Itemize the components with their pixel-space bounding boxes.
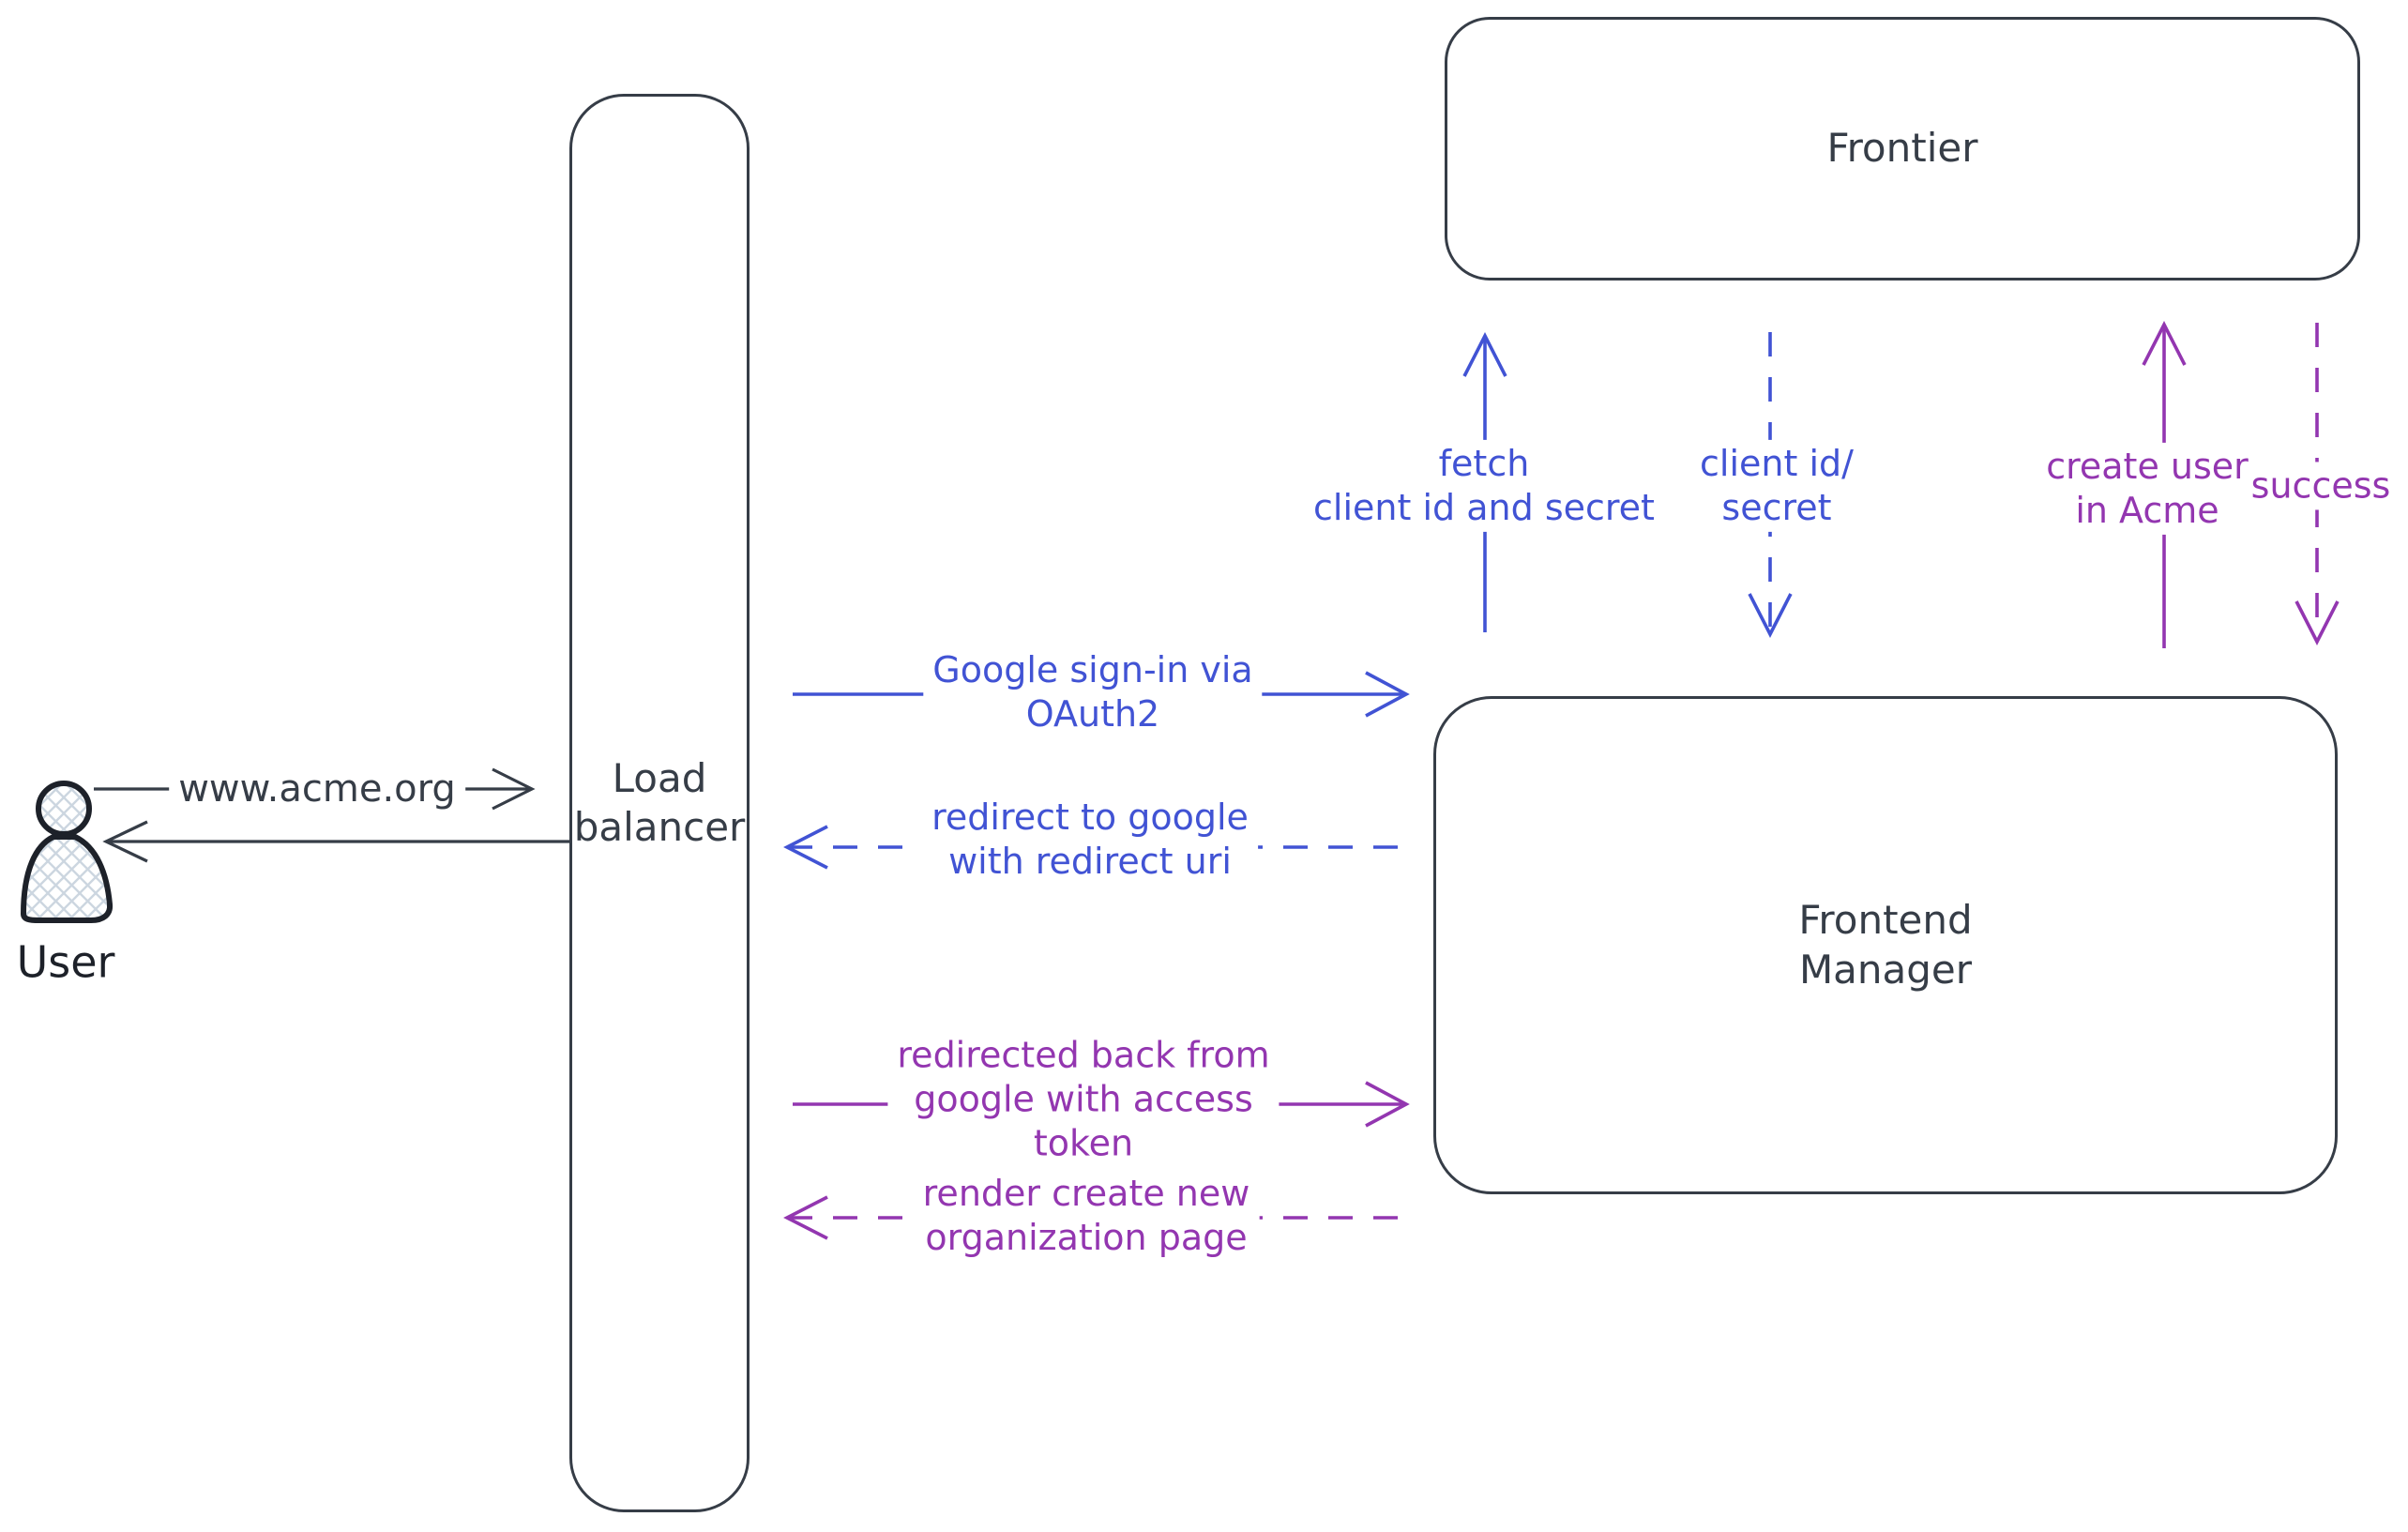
edge-label-google-signin: Google sign-in via OAuth2 xyxy=(923,645,1263,739)
frontier-box: Frontier xyxy=(1445,17,2360,281)
user-body xyxy=(20,834,114,923)
load-balancer-title: Load balancer xyxy=(573,754,746,851)
edge-label-render-page: render create new organization page xyxy=(913,1169,1260,1263)
frontend-manager-box: Frontend Manager xyxy=(1433,696,2338,1194)
frontend-manager-title: Frontend Manager xyxy=(1798,897,1973,993)
edge-label-create-user: create user in Acme xyxy=(2037,442,2258,536)
user-label: User xyxy=(16,936,115,988)
edge-label-fetch-client: fetch client id and secret xyxy=(1304,439,1664,533)
user-figure-icon xyxy=(20,781,114,923)
edge-label-www-acme: www.acme.org xyxy=(169,765,465,815)
edge-label-redirect-google: redirect to google with redirect uri xyxy=(922,793,1258,887)
arrow-lb-return xyxy=(102,820,569,863)
user-head xyxy=(36,781,92,837)
edge-label-client-id: client id/ secret xyxy=(1690,439,1863,533)
edge-label-success: success xyxy=(2241,462,2400,510)
load-balancer-box: Load balancer xyxy=(569,94,750,1512)
edge-label-redirected-back: redirected back from google with access … xyxy=(887,1031,1280,1168)
frontier-title: Frontier xyxy=(1826,125,1978,172)
